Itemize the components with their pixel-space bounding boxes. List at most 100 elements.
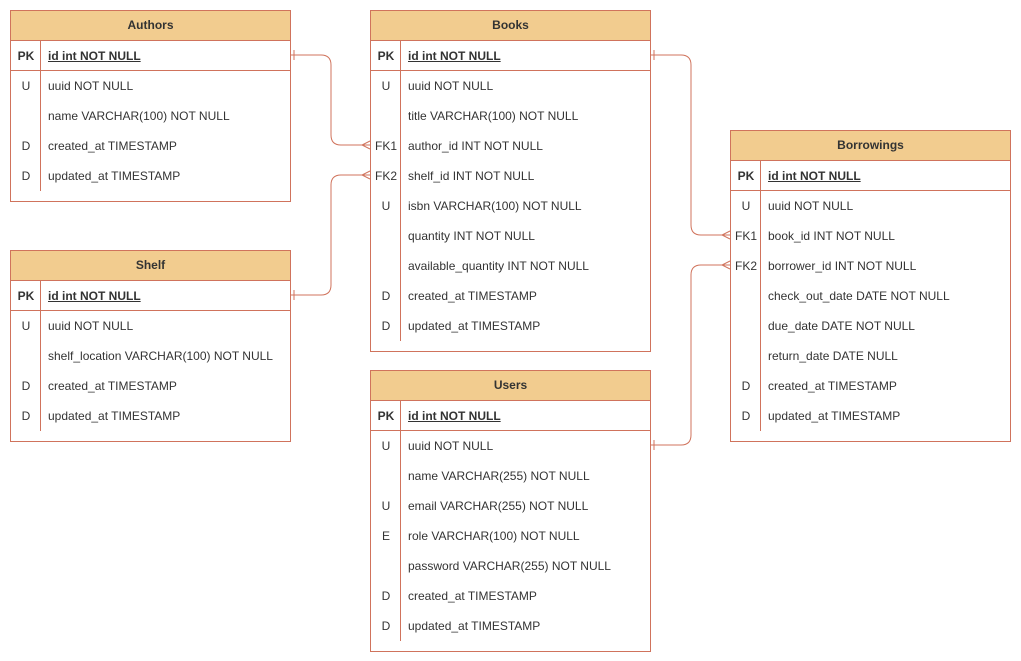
key-badge: D xyxy=(21,139,31,153)
field-label: created_at TIMESTAMP xyxy=(408,589,537,603)
key-badge: FK1 xyxy=(734,229,757,243)
table-row[interactable]: due_date DATE NOT NULL xyxy=(731,311,1010,341)
relation-authors-books xyxy=(291,54,370,146)
field-label: updated_at TIMESTAMP xyxy=(768,409,901,423)
key-badge: U xyxy=(381,499,391,513)
entity-title: Shelf xyxy=(11,251,290,281)
field-label: created_at TIMESTAMP xyxy=(48,379,177,393)
field-label: check_out_date DATE NOT NULL xyxy=(768,289,950,303)
key-badge: U xyxy=(381,199,391,213)
table-row[interactable]: FK2 shelf_id INT NOT NULL xyxy=(371,161,650,191)
field-label: updated_at TIMESTAMP xyxy=(48,169,181,183)
table-row[interactable]: PK id int NOT NULL xyxy=(11,41,290,71)
relation-books-borrowings xyxy=(651,54,730,236)
key-badge: U xyxy=(381,79,391,93)
field-label: due_date DATE NOT NULL xyxy=(768,319,915,333)
table-row[interactable]: name VARCHAR(255) NOT NULL xyxy=(371,461,650,491)
key-badge: PK xyxy=(377,48,395,63)
key-badge: FK2 xyxy=(734,259,757,273)
field-label: updated_at TIMESTAMP xyxy=(408,319,541,333)
key-badge: D xyxy=(741,379,751,393)
key-badge: D xyxy=(381,619,391,633)
entity-title: Authors xyxy=(11,11,290,41)
key-badge: U xyxy=(381,439,391,453)
key-badge: D xyxy=(741,409,751,423)
field-label: role VARCHAR(100) NOT NULL xyxy=(408,529,580,543)
field-label: updated_at TIMESTAMP xyxy=(48,409,181,423)
field-label: quantity INT NOT NULL xyxy=(408,229,535,243)
field-label: shelf_id INT NOT NULL xyxy=(408,169,535,183)
table-row[interactable]: FK1 author_id INT NOT NULL xyxy=(371,131,650,161)
field-label: uuid NOT NULL xyxy=(48,319,134,333)
field-label: uuid NOT NULL xyxy=(48,79,134,93)
field-label: created_at TIMESTAMP xyxy=(408,289,537,303)
key-badge: PK xyxy=(737,168,755,183)
entity-title: Users xyxy=(371,371,650,401)
key-badge: D xyxy=(21,379,31,393)
field-label: shelf_location VARCHAR(100) NOT NULL xyxy=(48,349,273,363)
field-label: uuid NOT NULL xyxy=(768,199,854,213)
key-badge: FK2 xyxy=(374,169,397,183)
key-badge: D xyxy=(21,169,31,183)
field-label: id int NOT NULL xyxy=(408,408,501,423)
key-badge: FK1 xyxy=(374,139,397,153)
table-row[interactable]: check_out_date DATE NOT NULL xyxy=(731,281,1010,311)
key-badge: D xyxy=(21,409,31,423)
field-label: return_date DATE NULL xyxy=(768,349,898,363)
field-label: isbn VARCHAR(100) NOT NULL xyxy=(408,199,582,213)
table-row[interactable]: title VARCHAR(100) NOT NULL xyxy=(371,101,650,131)
key-badge: D xyxy=(381,289,391,303)
field-label: title VARCHAR(100) NOT NULL xyxy=(408,109,579,123)
table-row[interactable]: return_date DATE NULL xyxy=(731,341,1010,371)
many-marker xyxy=(360,140,371,150)
field-label: author_id INT NOT NULL xyxy=(408,139,543,153)
field-label: name VARCHAR(100) NOT NULL xyxy=(48,109,230,123)
key-badge: U xyxy=(741,199,751,213)
table-row[interactable]: shelf_location VARCHAR(100) NOT NULL xyxy=(11,341,290,371)
key-badge: PK xyxy=(17,48,35,63)
table-row[interactable]: name VARCHAR(100) NOT NULL xyxy=(11,101,290,131)
field-label: uuid NOT NULL xyxy=(408,439,494,453)
field-label: id int NOT NULL xyxy=(48,48,141,63)
field-label: id int NOT NULL xyxy=(48,288,141,303)
key-badge: E xyxy=(381,529,390,543)
field-label: updated_at TIMESTAMP xyxy=(408,619,541,633)
field-label: uuid NOT NULL xyxy=(408,79,494,93)
table-row[interactable]: FK1 book_id INT NOT NULL xyxy=(731,221,1010,251)
table-row[interactable]: quantity INT NOT NULL xyxy=(371,221,650,251)
many-marker xyxy=(720,260,731,270)
key-badge: D xyxy=(381,589,391,603)
table-row[interactable]: password VARCHAR(255) NOT NULL xyxy=(371,551,650,581)
field-label: book_id INT NOT NULL xyxy=(768,229,895,243)
field-label: email VARCHAR(255) NOT NULL xyxy=(408,499,589,513)
table-row[interactable]: available_quantity INT NOT NULL xyxy=(371,251,650,281)
